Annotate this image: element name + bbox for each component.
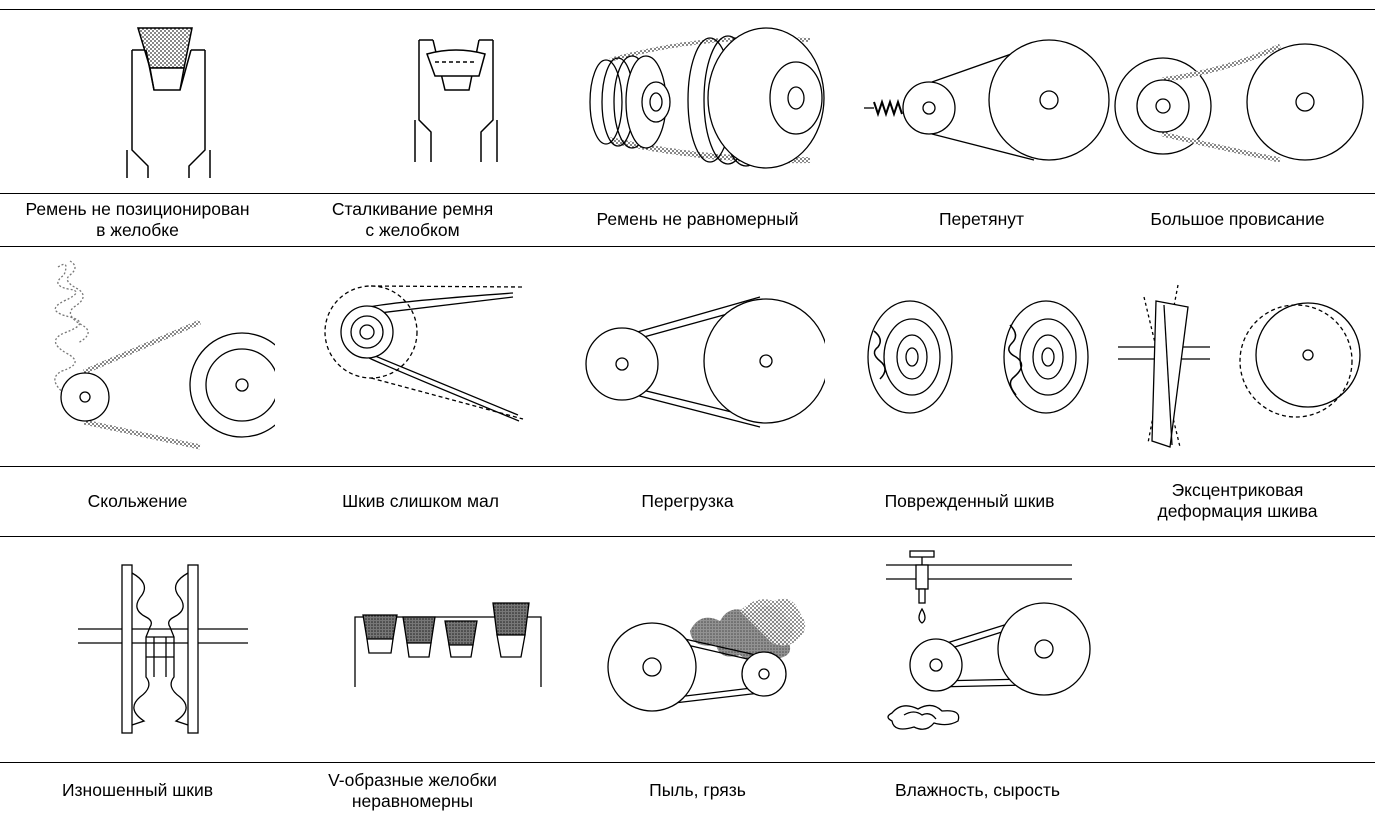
uneven-belt-set-icon [560, 10, 835, 193]
dust-dirt-icon [560, 537, 835, 762]
label-over-tensioned: Перетянут [844, 193, 1119, 246]
label-pulley-too-small: Шкив слишком мал [283, 466, 558, 536]
label-damaged-pulley: Поврежденный шкив [832, 466, 1107, 536]
cell-pulley-too-small: Шкив слишком мал [283, 247, 558, 536]
moisture-icon [840, 537, 1115, 762]
slipping-belt-icon [0, 247, 275, 466]
label-excessive-slack: Большое провисание [1100, 193, 1375, 246]
over-tensioned-belt-icon [844, 10, 1119, 193]
label-slipping: Скольжение [0, 466, 275, 536]
worn-pulley-icon [0, 537, 275, 762]
cell-moisture: Влажность, сырость [840, 537, 1115, 819]
overload-icon [550, 247, 825, 466]
belt-riding-high-in-groove-icon [275, 10, 550, 193]
eccentric-pulley-icon [1100, 247, 1375, 466]
cell-worn-pulley: Изношенный шкив [0, 537, 275, 819]
damaged-pulley-icon [832, 247, 1107, 466]
cell-uneven-belt: Ремень не равномерный [560, 10, 835, 246]
cell-overload: Перегрузка [550, 247, 825, 536]
cell-dust-dirt: Пыль, грязь [560, 537, 835, 819]
cell-over-tensioned: Перетянут [844, 10, 1119, 246]
cell-slipping: Скольжение [0, 247, 275, 536]
label-uneven-belt: Ремень не равномерный [560, 193, 835, 246]
belt-too-low-in-groove-icon [0, 10, 275, 193]
label-overload: Перегрузка [550, 466, 825, 536]
cell-excessive-slack: Большое провисание [1100, 10, 1375, 246]
cell-damaged-pulley: Поврежденный шкив [832, 247, 1107, 536]
label-dust-dirt: Пыль, грязь [560, 762, 835, 819]
label-worn-pulley: Изношенный шкив [0, 762, 275, 819]
excessive-slack-icon [1100, 10, 1375, 193]
uneven-v-grooves-icon [275, 537, 550, 762]
label-moisture: Влажность, сырость [840, 762, 1115, 819]
pulley-too-small-icon [283, 247, 558, 466]
